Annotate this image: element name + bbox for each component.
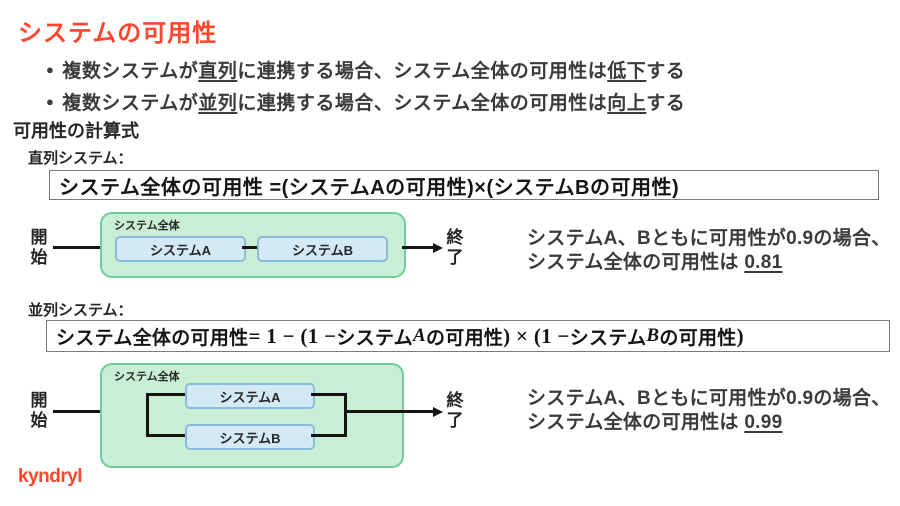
bullet-text-post: する: [646, 61, 686, 82]
end-label: 終了: [446, 391, 464, 430]
system-group-label: システム全体: [114, 220, 180, 232]
end-arrow-line: [402, 246, 433, 249]
system-group-box: [100, 363, 404, 468]
parallel-note-value: 0.99: [744, 412, 783, 433]
parallel-formula-jp-head: システム全体の可用性: [56, 327, 249, 349]
bullet-text-pre: 複数システムが: [62, 93, 199, 114]
parallel-system-label: 並列システム：: [28, 302, 133, 319]
bullet-icon: ●: [46, 62, 55, 77]
merge-vertical-line: [344, 393, 347, 437]
start-label: 開始: [30, 391, 48, 430]
parallel-formula-var-b: B: [646, 325, 660, 346]
ab-connector-line: [242, 246, 257, 249]
system-a-box: システムA: [185, 383, 315, 409]
parallel-formula-jp-avail2: の可用性: [659, 327, 737, 349]
branch-b-right-line: [311, 434, 347, 437]
parallel-formula-jp-sys2: システム: [569, 327, 647, 349]
end-arrow-line: [347, 410, 433, 413]
system-b-label: システムB: [292, 242, 353, 258]
system-b-label: システムB: [219, 430, 281, 446]
parallel-formula-var-a: A: [412, 325, 426, 346]
serial-note-line1: システムA、Bともに可用性が0.9の場合、: [527, 228, 891, 249]
serial-note: システムA、Bともに可用性が0.9の場合、 システム全体の可用性は 0.81: [527, 227, 891, 275]
bullet-parallel: ● 複数システムが並列に連携する場合、システム全体の可用性は向上する: [46, 88, 685, 115]
parallel-formula-math3: ): [736, 323, 744, 348]
serial-note-line2: システム全体の可用性は 0.81: [527, 252, 783, 273]
arrowhead-icon: [433, 407, 443, 417]
system-a-label: システムA: [219, 389, 281, 405]
parallel-formula-jp-avail1: の可用性: [425, 327, 504, 349]
branch-a-left-line: [149, 393, 185, 396]
branch-b-left-line: [149, 434, 185, 437]
kyndryl-logo: kyndryl: [18, 466, 83, 487]
serial-formula-box: システム全体の可用性 =(システムAの可用性)×(システムBの可用性): [49, 170, 879, 200]
branch-a-right-line: [311, 393, 347, 396]
serial-system-label: 直列システム：: [28, 150, 133, 167]
system-a-label: システムA: [150, 242, 211, 258]
bullet-underline-improve: 向上: [607, 93, 647, 114]
start-connector-line: [53, 246, 100, 249]
system-a-box: システムA: [115, 236, 246, 262]
bullet-underline-parallel: 並列: [198, 93, 238, 114]
serial-note-value: 0.81: [744, 252, 783, 273]
bullet-underline-decline: 低下: [607, 61, 647, 82]
bullet-text-pre: 複数システムが: [62, 61, 199, 82]
bullet-text-mid: に連携する場合、システム全体の可用性は: [237, 93, 608, 114]
system-b-box: システムB: [257, 236, 388, 262]
serial-formula-text: システム全体の可用性 =(システムAの可用性)×(システムBの可用性): [59, 176, 680, 199]
bullet-serial: ● 複数システムが直列に連携する場合、システム全体の可用性は低下する: [46, 56, 685, 83]
split-vertical-line: [146, 393, 149, 437]
parallel-note: システムA、Bともに可用性が0.9の場合、 システム全体の可用性は 0.99: [527, 387, 891, 435]
bullet-text-mid: に連携する場合、システム全体の可用性は: [237, 61, 608, 82]
parallel-formula-jp-sys1: システム: [336, 327, 413, 349]
arrowhead-icon: [433, 243, 443, 253]
system-b-box: システムB: [185, 424, 315, 450]
parallel-note-line1: システムA、Bともに可用性が0.9の場合、: [527, 388, 891, 409]
parallel-note-line2: システム全体の可用性は 0.99: [527, 412, 783, 433]
parallel-formula-math1: = 1 − (1 −: [248, 323, 337, 348]
section-heading: 可用性の計算式: [13, 121, 139, 141]
parallel-formula-math2: ) × (1 −: [503, 323, 570, 348]
bullet-icon: ●: [46, 94, 55, 109]
end-label: 終了: [446, 228, 464, 267]
bullet-underline-serial: 直列: [198, 61, 238, 82]
start-label: 開始: [30, 228, 48, 267]
page-title: システムの可用性: [18, 20, 218, 47]
system-group-label: システム全体: [114, 371, 180, 383]
bullet-text-post: する: [646, 93, 686, 114]
